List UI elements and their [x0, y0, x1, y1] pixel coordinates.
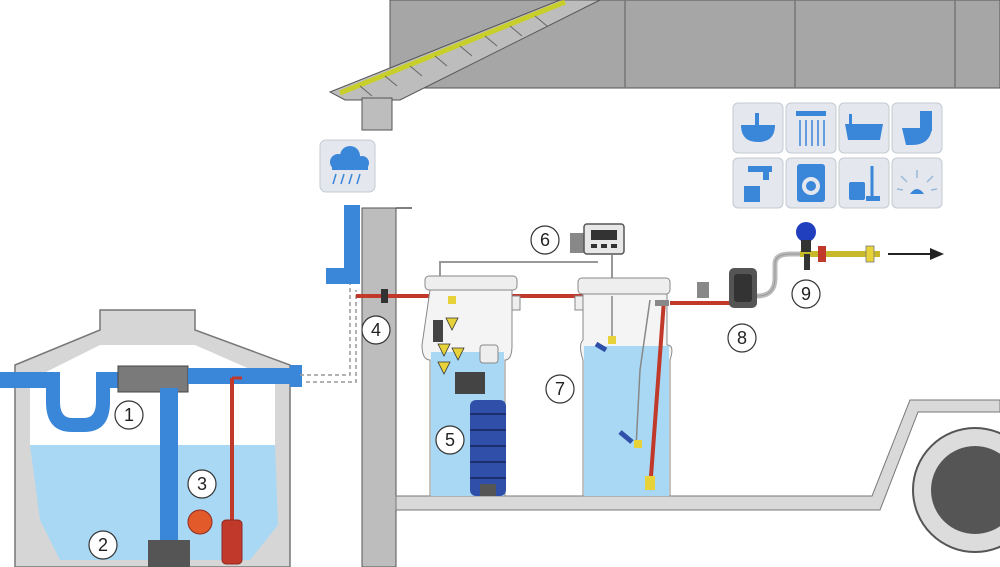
pump-motor — [455, 372, 485, 394]
pump-tank — [421, 275, 518, 497]
sink-icon — [732, 102, 784, 154]
callout-9-label: 9 — [801, 284, 811, 304]
floor-and-vehicle — [395, 399, 1000, 553]
washing-machine-icon — [785, 157, 837, 209]
toilet-icon — [891, 102, 943, 154]
control-unit — [570, 223, 625, 255]
callout-4: 4 — [361, 315, 391, 345]
callout-1-label: 1 — [124, 405, 134, 425]
house — [328, 0, 1000, 567]
overflow-pipe — [188, 368, 300, 384]
callout-2-label: 2 — [98, 535, 108, 555]
roof-edge — [339, 0, 566, 96]
callout-8: 8 — [727, 323, 757, 353]
callout-3: 3 — [187, 469, 217, 499]
inlet-pipe — [0, 372, 50, 388]
calmed-inlet — [160, 388, 178, 548]
callout-1: 1 — [114, 400, 144, 430]
callout-7: 7 — [545, 374, 575, 404]
inlet-siphon — [46, 372, 120, 432]
callout-7-label: 7 — [555, 379, 565, 399]
callout-5-label: 5 — [445, 430, 455, 450]
callout-4-label: 4 — [371, 320, 381, 340]
house-wall — [361, 207, 397, 567]
bathtub-icon — [838, 102, 890, 154]
vehicle-tyre — [931, 446, 1000, 534]
filter-unit — [117, 365, 189, 393]
downpipe-vertical — [344, 205, 360, 283]
downpipe-elbow — [326, 268, 360, 284]
downpipe — [326, 205, 360, 284]
usage-icons — [732, 102, 943, 209]
callout-6-label: 6 — [540, 230, 550, 250]
inlet-base — [148, 540, 190, 567]
tap-icon — [732, 157, 784, 209]
suction-filter — [221, 519, 243, 565]
floor-slab — [395, 399, 1000, 511]
cleaning-bucket-icon — [838, 157, 890, 209]
callout-5: 5 — [435, 425, 465, 455]
callout-2: 2 — [88, 530, 118, 560]
outlet-arrow — [930, 248, 944, 260]
shower-icon — [785, 102, 837, 154]
wall-top — [361, 97, 393, 131]
callout-9: 9 — [791, 279, 821, 309]
solenoid-valve — [796, 222, 816, 242]
rain-cloud-icon — [319, 139, 376, 193]
callout-6: 6 — [530, 225, 560, 255]
garden-sprinkler-icon — [891, 157, 943, 209]
outlet-line — [670, 222, 944, 308]
underground-cistern — [0, 282, 357, 567]
callout-8-label: 8 — [737, 328, 747, 348]
storage-tank — [511, 277, 673, 497]
floating-filter — [187, 509, 213, 535]
submersible-pump — [470, 400, 506, 496]
cistern-water — [30, 445, 278, 560]
callout-3-label: 3 — [197, 474, 207, 494]
